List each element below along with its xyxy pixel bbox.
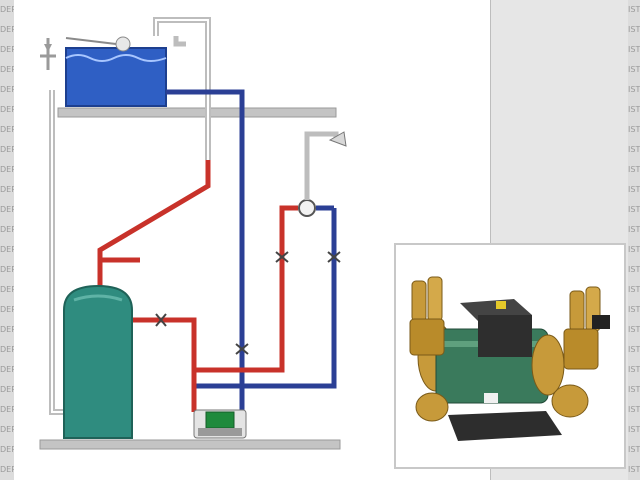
isolating-valve-icon (235, 343, 249, 355)
edge-text: DER (0, 145, 14, 154)
edge-text: IST (628, 5, 640, 14)
shower-pump-icon (205, 411, 235, 429)
edge-text: DER (0, 25, 14, 34)
edge-text: IST (628, 265, 640, 274)
edge-text: IST (628, 305, 640, 314)
edge-text: IST (628, 285, 640, 294)
rating-label (484, 393, 498, 403)
left-flow-switch (409, 318, 445, 356)
edge-text: IST (628, 405, 640, 414)
right-inlet-pipe (569, 290, 585, 332)
float-arm (65, 37, 117, 45)
right-outlet (551, 384, 589, 418)
edge-text: DER (0, 165, 14, 174)
edge-text: DER (0, 205, 14, 214)
ground-floor (39, 439, 341, 450)
edge-text: DER (0, 5, 14, 14)
edge-text: DER (0, 305, 14, 314)
edge-text: IST (628, 165, 640, 174)
overflow-pipe (173, 36, 186, 47)
cylinder-highlight (73, 294, 123, 302)
plumbing-diagram (39, 17, 347, 450)
edge-text: IST (628, 105, 640, 114)
pump-photo-panel (394, 243, 626, 469)
left-edge-strip: DER DER DER DER DER DER DER DER DER DER … (0, 0, 14, 480)
cold-to-shower-pipe (242, 208, 337, 389)
right-sensor-box (592, 315, 610, 329)
left-inlet-pipe (411, 280, 427, 322)
edge-text: IST (628, 205, 640, 214)
edge-text: DER (0, 185, 14, 194)
edge-text: IST (628, 85, 640, 94)
edge-text: IST (628, 445, 640, 454)
edge-text: DER (0, 65, 14, 74)
edge-text: DER (0, 445, 14, 454)
edge-text: IST (628, 65, 640, 74)
isolating-valve-icon (275, 251, 289, 263)
plumbing-diagram-panel (14, 0, 491, 480)
float-valve-inlet (40, 38, 56, 70)
edge-text: IST (628, 465, 640, 474)
edge-text: IST (628, 125, 640, 134)
hot-water-cylinder (63, 284, 133, 439)
edge-text: IST (628, 45, 640, 54)
edge-text: IST (628, 145, 640, 154)
edge-text: DER (0, 245, 14, 254)
edge-text: IST (628, 185, 640, 194)
edge-text: IST (628, 345, 640, 354)
tank-water-surface (65, 54, 167, 62)
hot-feed-pipe (132, 317, 197, 370)
left-inlet-pipe (427, 276, 443, 322)
right-brass-housing (531, 334, 565, 396)
hot-vent-pipe (97, 160, 211, 288)
edge-text: DER (0, 365, 14, 374)
edge-text: DER (0, 405, 14, 414)
edge-text: IST (628, 365, 640, 374)
terminal-box (478, 315, 532, 357)
edge-text: IST (628, 425, 640, 434)
shower-pump-illustration (409, 276, 610, 441)
right-flow-switch (563, 328, 599, 370)
pump-base (198, 428, 242, 436)
float-ball (115, 36, 131, 52)
shower-riser-pipe (304, 131, 339, 200)
left-outlet (415, 392, 449, 422)
cold-feed-pipe-highlight (51, 90, 64, 413)
edge-text: DER (0, 265, 14, 274)
edge-text: IST (628, 225, 640, 234)
edge-text: IST (628, 25, 640, 34)
warning-label-icon (496, 301, 506, 309)
cold-feed-pipe (49, 90, 64, 415)
cold-supply-pipe (166, 89, 245, 389)
edge-text: DER (0, 425, 14, 434)
edge-text: IST (628, 385, 640, 394)
edge-text: DER (0, 225, 14, 234)
edge-text: IST (628, 325, 640, 334)
edge-text: DER (0, 325, 14, 334)
isolating-valve-icon (327, 251, 341, 263)
shower-head-icon (328, 131, 347, 147)
right-edge-strip: IST IST IST IST IST IST IST IST IST IST … (628, 0, 640, 480)
loft-floor (57, 107, 337, 118)
edge-text: DER (0, 85, 14, 94)
edge-text: DER (0, 385, 14, 394)
mixer-valve-icon (298, 199, 316, 217)
edge-text: DER (0, 45, 14, 54)
edge-text: DER (0, 285, 14, 294)
float-valve-icon (44, 44, 52, 52)
hot-to-shower-pipe (194, 205, 298, 373)
edge-text: DER (0, 125, 14, 134)
edge-text: DER (0, 465, 14, 474)
isolating-valve-icon (155, 313, 167, 327)
edge-text: DER (0, 345, 14, 354)
edge-text: DER (0, 105, 14, 114)
edge-text: IST (628, 245, 640, 254)
pump-base-plate (448, 411, 562, 441)
